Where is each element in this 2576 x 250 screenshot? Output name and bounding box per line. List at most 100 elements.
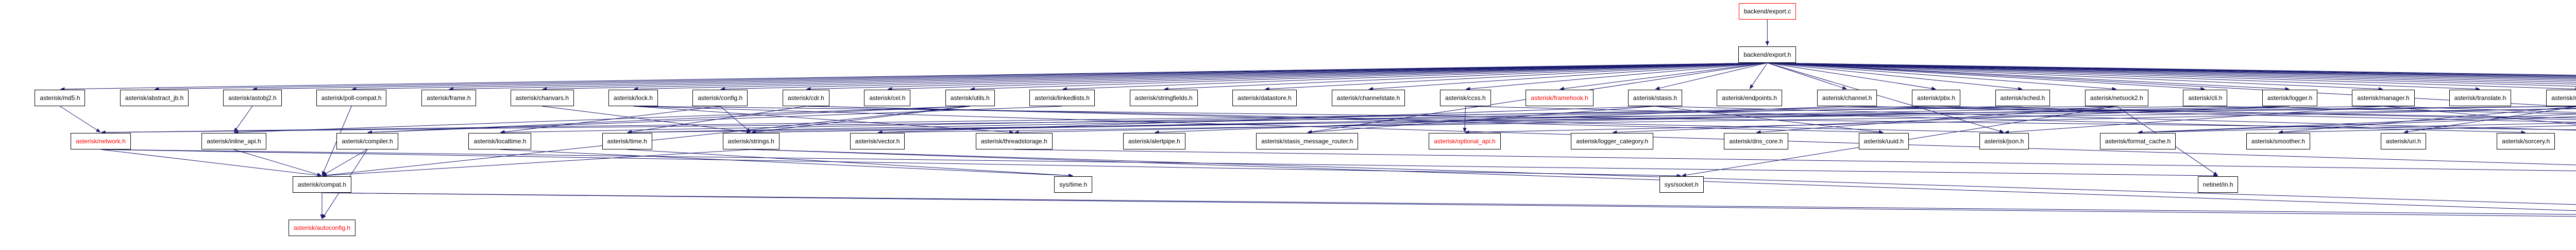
include-edge: [233, 149, 318, 175]
graph-node[interactable]: asterisk/astobj2.h: [223, 90, 282, 106]
graph-node[interactable]: asterisk/strings.h: [722, 133, 779, 149]
graph-node[interactable]: asterisk/optional_api.h: [1429, 133, 1501, 149]
graph-node[interactable]: asterisk/endpoints.h: [1717, 90, 1783, 106]
graph-node[interactable]: asterisk/smoother.h: [2246, 133, 2310, 149]
include-edge: [632, 106, 2023, 133]
graph-node[interactable]: asterisk/format_cache.h: [2099, 133, 2176, 149]
graph-root-node[interactable]: backend/export.c: [1738, 3, 1797, 20]
include-edge-arrowhead: [1842, 86, 1848, 90]
graph-node[interactable]: asterisk/abstract_jb.h: [120, 90, 189, 106]
graph-node[interactable]: asterisk/channelstate.h: [1331, 90, 1405, 106]
graph-node[interactable]: asterisk/logger.h: [2262, 90, 2318, 106]
include-edge: [751, 149, 2576, 211]
graph-node[interactable]: asterisk/linkedlists.h: [1029, 90, 1095, 106]
graph-node[interactable]: asterisk/vector.h: [850, 133, 905, 149]
include-edge: [500, 149, 1069, 176]
include-edge: [1760, 106, 2117, 132]
graph-node[interactable]: asterisk/netsock2.h: [2085, 90, 2148, 106]
include-edge: [1564, 62, 1768, 89]
include-edge-arrowhead: [746, 128, 751, 132]
graph-node[interactable]: asterisk/logger_category.h: [1571, 133, 1654, 149]
include-edge: [633, 106, 2576, 130]
include-edge: [2009, 106, 2383, 132]
include-edge: [1767, 62, 2575, 90]
graph-node[interactable]: asterisk/cel.h: [864, 90, 911, 106]
include-edge: [974, 62, 1768, 90]
graph-node[interactable]: asterisk/channel.h: [1817, 90, 1877, 106]
graph-node[interactable]: asterisk/json.h: [1979, 133, 2029, 149]
graph-node[interactable]: asterisk/alertpipe.h: [1123, 133, 1185, 149]
graph-node[interactable]: asterisk/uri.h: [2381, 133, 2427, 149]
include-edge-arrowhead: [1749, 84, 1754, 89]
include-edge: [1767, 62, 2476, 90]
graph-node[interactable]: asterisk/network.h: [71, 133, 131, 149]
include-edge: [1767, 62, 2112, 89]
include-edge: [2142, 113, 2576, 133]
graph-node[interactable]: asterisk/localtime.h: [468, 133, 532, 149]
graph-node[interactable]: asterisk/uuid.h: [1858, 133, 1909, 149]
include-edge: [1767, 62, 2576, 87]
graph-node[interactable]: asterisk/rtp_engine.h: [2546, 90, 2576, 106]
include-edge: [504, 106, 1937, 133]
graph-node[interactable]: asterisk/stasis_message_router.h: [1256, 133, 1359, 149]
graph-node[interactable]: asterisk/compiler.h: [336, 133, 398, 149]
include-edge-arrowhead: [1681, 173, 1687, 177]
graph-node[interactable]: asterisk/sorcery.h: [2497, 133, 2555, 149]
graph-node[interactable]: asterisk/md5.h: [35, 90, 86, 106]
include-edge: [1767, 62, 2019, 89]
graph-node[interactable]: asterisk/dns_core.h: [1724, 133, 1788, 149]
graph-node[interactable]: asterisk/utils.h: [945, 90, 995, 106]
graph-node[interactable]: netinet/in.h: [2197, 176, 2239, 193]
include-edge: [238, 106, 970, 133]
graph-node[interactable]: sys/socket.h: [1659, 176, 1704, 193]
graph-node[interactable]: asterisk/chanvars.h: [510, 90, 574, 106]
graph-node[interactable]: asterisk/datastore.h: [1232, 90, 1297, 106]
include-edge: [810, 62, 1768, 90]
include-edge: [1168, 62, 1768, 90]
graph-node[interactable]: asterisk/lock.h: [608, 90, 658, 106]
include-edge: [100, 149, 2214, 176]
graph-node[interactable]: asterisk/stringfields.h: [1129, 90, 1198, 106]
include-edge: [892, 62, 1768, 90]
include-edge: [631, 106, 806, 132]
graph-node[interactable]: asterisk/sched.h: [1995, 90, 2050, 106]
graph-node[interactable]: asterisk/inline_api.h: [201, 133, 266, 149]
graph-node[interactable]: asterisk/time.h: [602, 133, 652, 149]
include-edge: [633, 106, 1010, 132]
include-edge: [632, 106, 2576, 133]
include-edge: [2383, 106, 2576, 113]
include-edge: [1936, 106, 2576, 120]
include-edge: [720, 106, 748, 130]
graph-node[interactable]: asterisk/cdr.h: [782, 90, 829, 106]
include-edge-arrowhead: [2403, 130, 2409, 134]
include-edge: [1655, 106, 1879, 132]
include-edge: [724, 62, 1768, 90]
graph-node[interactable]: asterisk/framehook.h: [1526, 90, 1594, 106]
graph-node[interactable]: asterisk/cli.h: [2183, 90, 2228, 106]
include-edge-arrowhead: [1463, 127, 1467, 132]
graph-node[interactable]: asterisk/ccss.h: [1439, 90, 1491, 106]
graph-node[interactable]: asterisk/manager.h: [2352, 90, 2415, 106]
include-edge: [1617, 106, 2290, 133]
graph-node[interactable]: asterisk/translate.h: [2449, 90, 2512, 106]
graph-node[interactable]: asterisk/compat.h: [292, 176, 351, 193]
graph-node[interactable]: asterisk/threadstorage.h: [975, 133, 1053, 149]
graph-node[interactable]: asterisk/frame.h: [421, 90, 476, 106]
include-edge: [2205, 106, 2576, 114]
graph-node[interactable]: asterisk/pbx.h: [1912, 90, 1961, 106]
include-edge: [1372, 62, 1768, 89]
include-edge: [453, 62, 1768, 90]
include-edge: [1767, 62, 2576, 76]
graph-node[interactable]: asterisk/config.h: [692, 90, 748, 106]
include-edge: [1767, 62, 1843, 88]
include-edge-arrowhead: [1465, 87, 1470, 91]
include-edge: [236, 106, 253, 129]
graph-node[interactable]: asterisk/stasis.h: [1628, 90, 1683, 106]
graph-node[interactable]: asterisk/poll-compat.h: [316, 90, 387, 106]
include-edge: [1767, 62, 2379, 90]
graph-node[interactable]: backend/export.h: [1738, 46, 1797, 63]
graph-node[interactable]: asterisk/autoconfig.h: [288, 220, 356, 236]
include-edge-arrowhead: [321, 171, 326, 176]
graph-node[interactable]: sys/time.h: [1054, 176, 1093, 193]
